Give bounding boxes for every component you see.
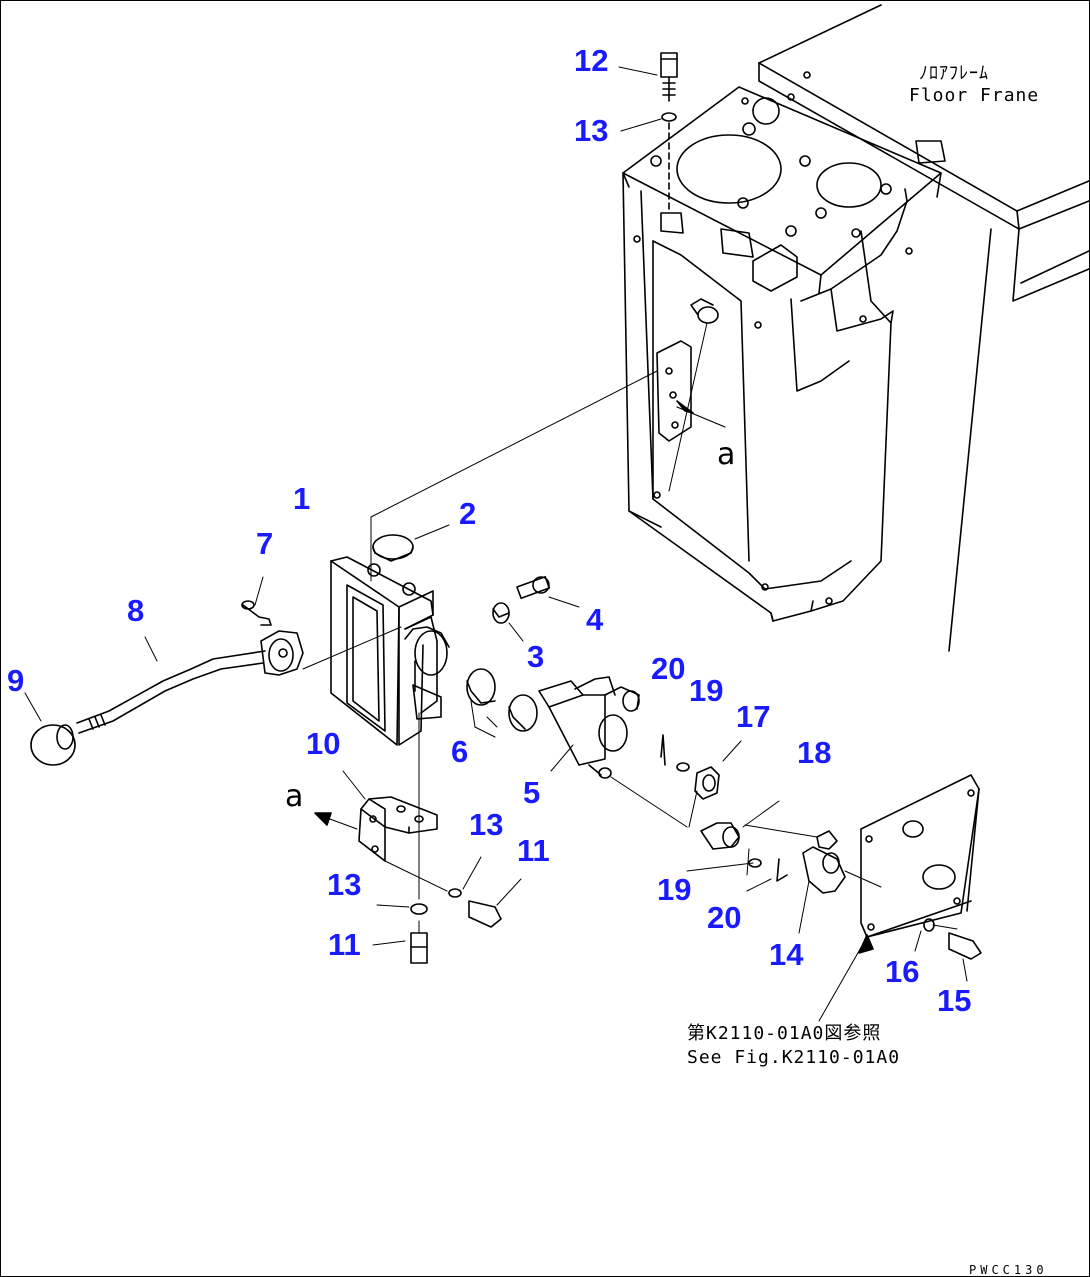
- callout-13: 13: [574, 113, 609, 148]
- view-marker-a: a: [285, 779, 304, 814]
- shaft-arm: [538, 676, 688, 828]
- callout-10: 10: [306, 726, 341, 761]
- view-marker-a: a: [717, 437, 736, 472]
- floor-frame: [618, 4, 1089, 652]
- callout-18: 18: [797, 735, 832, 770]
- callout-19: 19: [689, 673, 724, 708]
- mounting-bracket: [314, 712, 522, 964]
- callout-9: 9: [7, 663, 25, 698]
- callout-8: 8: [127, 593, 145, 628]
- cap-part: [372, 524, 450, 562]
- callout-13: 13: [327, 867, 362, 902]
- callout-16: 16: [885, 954, 920, 989]
- cover-plate: [818, 774, 982, 1022]
- callout-17: 17: [736, 699, 771, 734]
- bushings-and-bolt: [404, 575, 580, 738]
- see-figure-note-jp: 第K2110-01A0図参照: [687, 1023, 882, 1044]
- see-figure-note-en: See Fig.K2110-01A0: [687, 1047, 901, 1068]
- callout-4: 4: [586, 602, 604, 637]
- callout-20: 20: [707, 900, 742, 935]
- callout-20: 20: [651, 651, 686, 686]
- callout-19: 19: [657, 872, 692, 907]
- figure-code: PWCC130: [969, 1263, 1048, 1277]
- floor-frame-label-en: Floor Frane: [909, 85, 1040, 106]
- callout-1: 1: [293, 481, 311, 516]
- callout-6: 6: [451, 734, 469, 769]
- callout-14: 14: [769, 937, 804, 972]
- linkage-parts: [660, 734, 882, 934]
- lever-rod: [24, 576, 402, 766]
- callout-3: 3: [527, 639, 545, 674]
- callout-13: 13: [469, 807, 504, 842]
- lever-base: [330, 556, 448, 746]
- callout-2: 2: [459, 496, 477, 531]
- floor-frame-label-jp: ﾉﾛｱﾌﾚｰﾑ: [919, 63, 989, 84]
- callout-7: 7: [256, 526, 274, 561]
- callout-11: 11: [328, 927, 361, 962]
- callout-15: 15: [937, 983, 972, 1018]
- callout-11: 11: [517, 833, 550, 868]
- callout-12: 12: [574, 43, 609, 78]
- reference-line: [370, 370, 658, 582]
- callout-5: 5: [523, 775, 541, 810]
